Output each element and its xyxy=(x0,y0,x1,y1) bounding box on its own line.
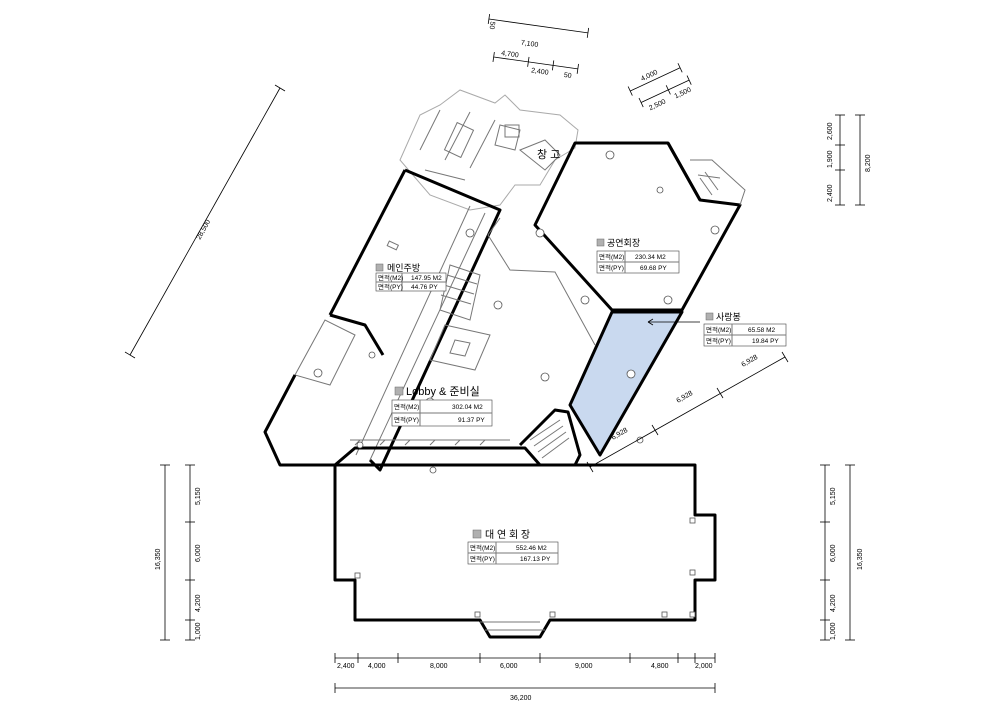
svg-text:4,000: 4,000 xyxy=(368,663,386,670)
svg-text:면적(PY): 면적(PY) xyxy=(394,415,419,424)
svg-text:19.84 PY: 19.84 PY xyxy=(752,338,779,345)
svg-text:4,800: 4,800 xyxy=(651,663,669,670)
lobby-area xyxy=(263,217,596,467)
svg-text:면적(PY): 면적(PY) xyxy=(470,554,495,563)
svg-text:44.76 PY: 44.76 PY xyxy=(411,284,438,291)
performance-hall xyxy=(533,141,746,312)
stair-center xyxy=(429,264,491,371)
svg-text:면적(M2): 면적(M2) xyxy=(394,402,419,411)
svg-text:16,350: 16,350 xyxy=(155,548,162,570)
svg-text:7,100: 7,100 xyxy=(520,40,538,49)
svg-text:1,500: 1,500 xyxy=(674,87,693,101)
dimension-top: 50 7,100 4,700 2,400 50 xyxy=(488,13,590,80)
label-lobby: Lobby & 준비실 면적(M2) 302.04 M2 면적(PY) 91.3… xyxy=(391,385,493,427)
svg-text:2,000: 2,000 xyxy=(695,663,713,670)
svg-text:2,600: 2,600 xyxy=(827,122,834,140)
label-performance-hall: 공연회장 면적(M2) 230.34 M2 면적(PY) 69.68 PY xyxy=(596,238,680,274)
sarangbang-room xyxy=(568,310,700,457)
svg-text:1,000: 1,000 xyxy=(830,622,837,640)
stair-right xyxy=(518,408,582,467)
svg-text:302.04 M2: 302.04 M2 xyxy=(452,404,483,411)
svg-text:230.34 M2: 230.34 M2 xyxy=(635,254,666,261)
svg-text:2,400: 2,400 xyxy=(531,67,549,76)
svg-text:면적(M2): 면적(M2) xyxy=(599,252,624,261)
dimension-top-right: 4,000 2,500 1,500 xyxy=(627,63,693,112)
svg-text:4,000: 4,000 xyxy=(640,69,659,83)
svg-text:1,900: 1,900 xyxy=(827,150,834,168)
svg-text:면적(PY): 면적(PY) xyxy=(378,282,403,291)
label-sarangbang: 사랑봉 면적(M2) 65.58 M2 면적(PY) 19.84 PY xyxy=(703,311,787,347)
svg-text:5,150: 5,150 xyxy=(195,487,202,505)
svg-text:1,000: 1,000 xyxy=(195,622,202,640)
dimension-bottom: 2,400 4,000 8,000 6,000 9,000 4,800 2,00… xyxy=(334,653,716,702)
svg-text:8,000: 8,000 xyxy=(430,663,448,670)
svg-text:50: 50 xyxy=(488,21,496,30)
svg-text:552.46 M2: 552.46 M2 xyxy=(516,545,547,552)
svg-text:면적(M2): 면적(M2) xyxy=(470,543,495,552)
svg-text:50: 50 xyxy=(563,72,572,80)
svg-text:6,928: 6,928 xyxy=(741,354,760,369)
performance-hall-name: 공연회장 xyxy=(607,238,640,248)
svg-text:16,350: 16,350 xyxy=(857,548,864,570)
svg-text:167.13 PY: 167.13 PY xyxy=(520,556,551,563)
svg-text:91.37 PY: 91.37 PY xyxy=(458,417,485,424)
svg-text:4,200: 4,200 xyxy=(195,594,202,612)
svg-text:2,400: 2,400 xyxy=(337,663,355,670)
svg-text:9,000: 9,000 xyxy=(575,663,593,670)
dimension-left: 5,150 6,000 4,200 1,000 16,350 xyxy=(155,464,202,641)
svg-text:2,400: 2,400 xyxy=(827,184,834,202)
svg-text:면적(PY): 면적(PY) xyxy=(599,263,624,272)
main-kitchen-wing xyxy=(294,168,502,472)
sarangbang-highlight xyxy=(568,310,684,457)
svg-text:28,500: 28,500 xyxy=(196,219,213,241)
storage-name: 창 고 xyxy=(537,148,560,161)
svg-text:6,000: 6,000 xyxy=(195,544,202,562)
lobby-name: Lobby & 준비실 xyxy=(406,385,480,398)
svg-text:65.58 M2: 65.58 M2 xyxy=(748,327,775,334)
label-main-kitchen: 메인주방 면적(M2) 147.95 M2 면적(PY) 44.76 PY xyxy=(375,263,447,292)
svg-text:69.68 PY: 69.68 PY xyxy=(640,265,667,272)
main-kitchen-name: 메인주방 xyxy=(387,263,420,273)
svg-text:4,200: 4,200 xyxy=(830,594,837,612)
label-banquet-hall: 대 연 회 장 면적(M2) 552.46 M2 면적(PY) 167.13 P… xyxy=(467,529,559,565)
svg-text:36,200: 36,200 xyxy=(510,695,532,702)
svg-text:2,500: 2,500 xyxy=(648,98,667,112)
svg-text:8,200: 8,200 xyxy=(865,154,872,172)
svg-text:4,700: 4,700 xyxy=(501,50,519,59)
svg-text:6,000: 6,000 xyxy=(830,544,837,562)
svg-text:면적(M2): 면적(M2) xyxy=(706,325,731,334)
banquet-hall xyxy=(333,436,717,639)
svg-text:면적(M2): 면적(M2) xyxy=(378,273,403,282)
dimension-diagonal-left: 28,500 xyxy=(124,84,286,359)
svg-text:6,928: 6,928 xyxy=(676,390,695,405)
svg-text:147.95 M2: 147.95 M2 xyxy=(411,275,442,282)
sarangbang-name: 사랑봉 xyxy=(716,311,741,322)
banquet-hall-name: 대 연 회 장 xyxy=(485,529,530,541)
svg-text:면적(PY): 면적(PY) xyxy=(706,336,731,345)
svg-text:6,000: 6,000 xyxy=(500,663,518,670)
dimension-right: 5,150 6,000 4,200 1,000 16,350 xyxy=(820,464,864,641)
svg-text:5,150: 5,150 xyxy=(830,487,837,505)
dimension-right-top: 2,400 1,900 2,600 8,200 xyxy=(827,114,872,206)
